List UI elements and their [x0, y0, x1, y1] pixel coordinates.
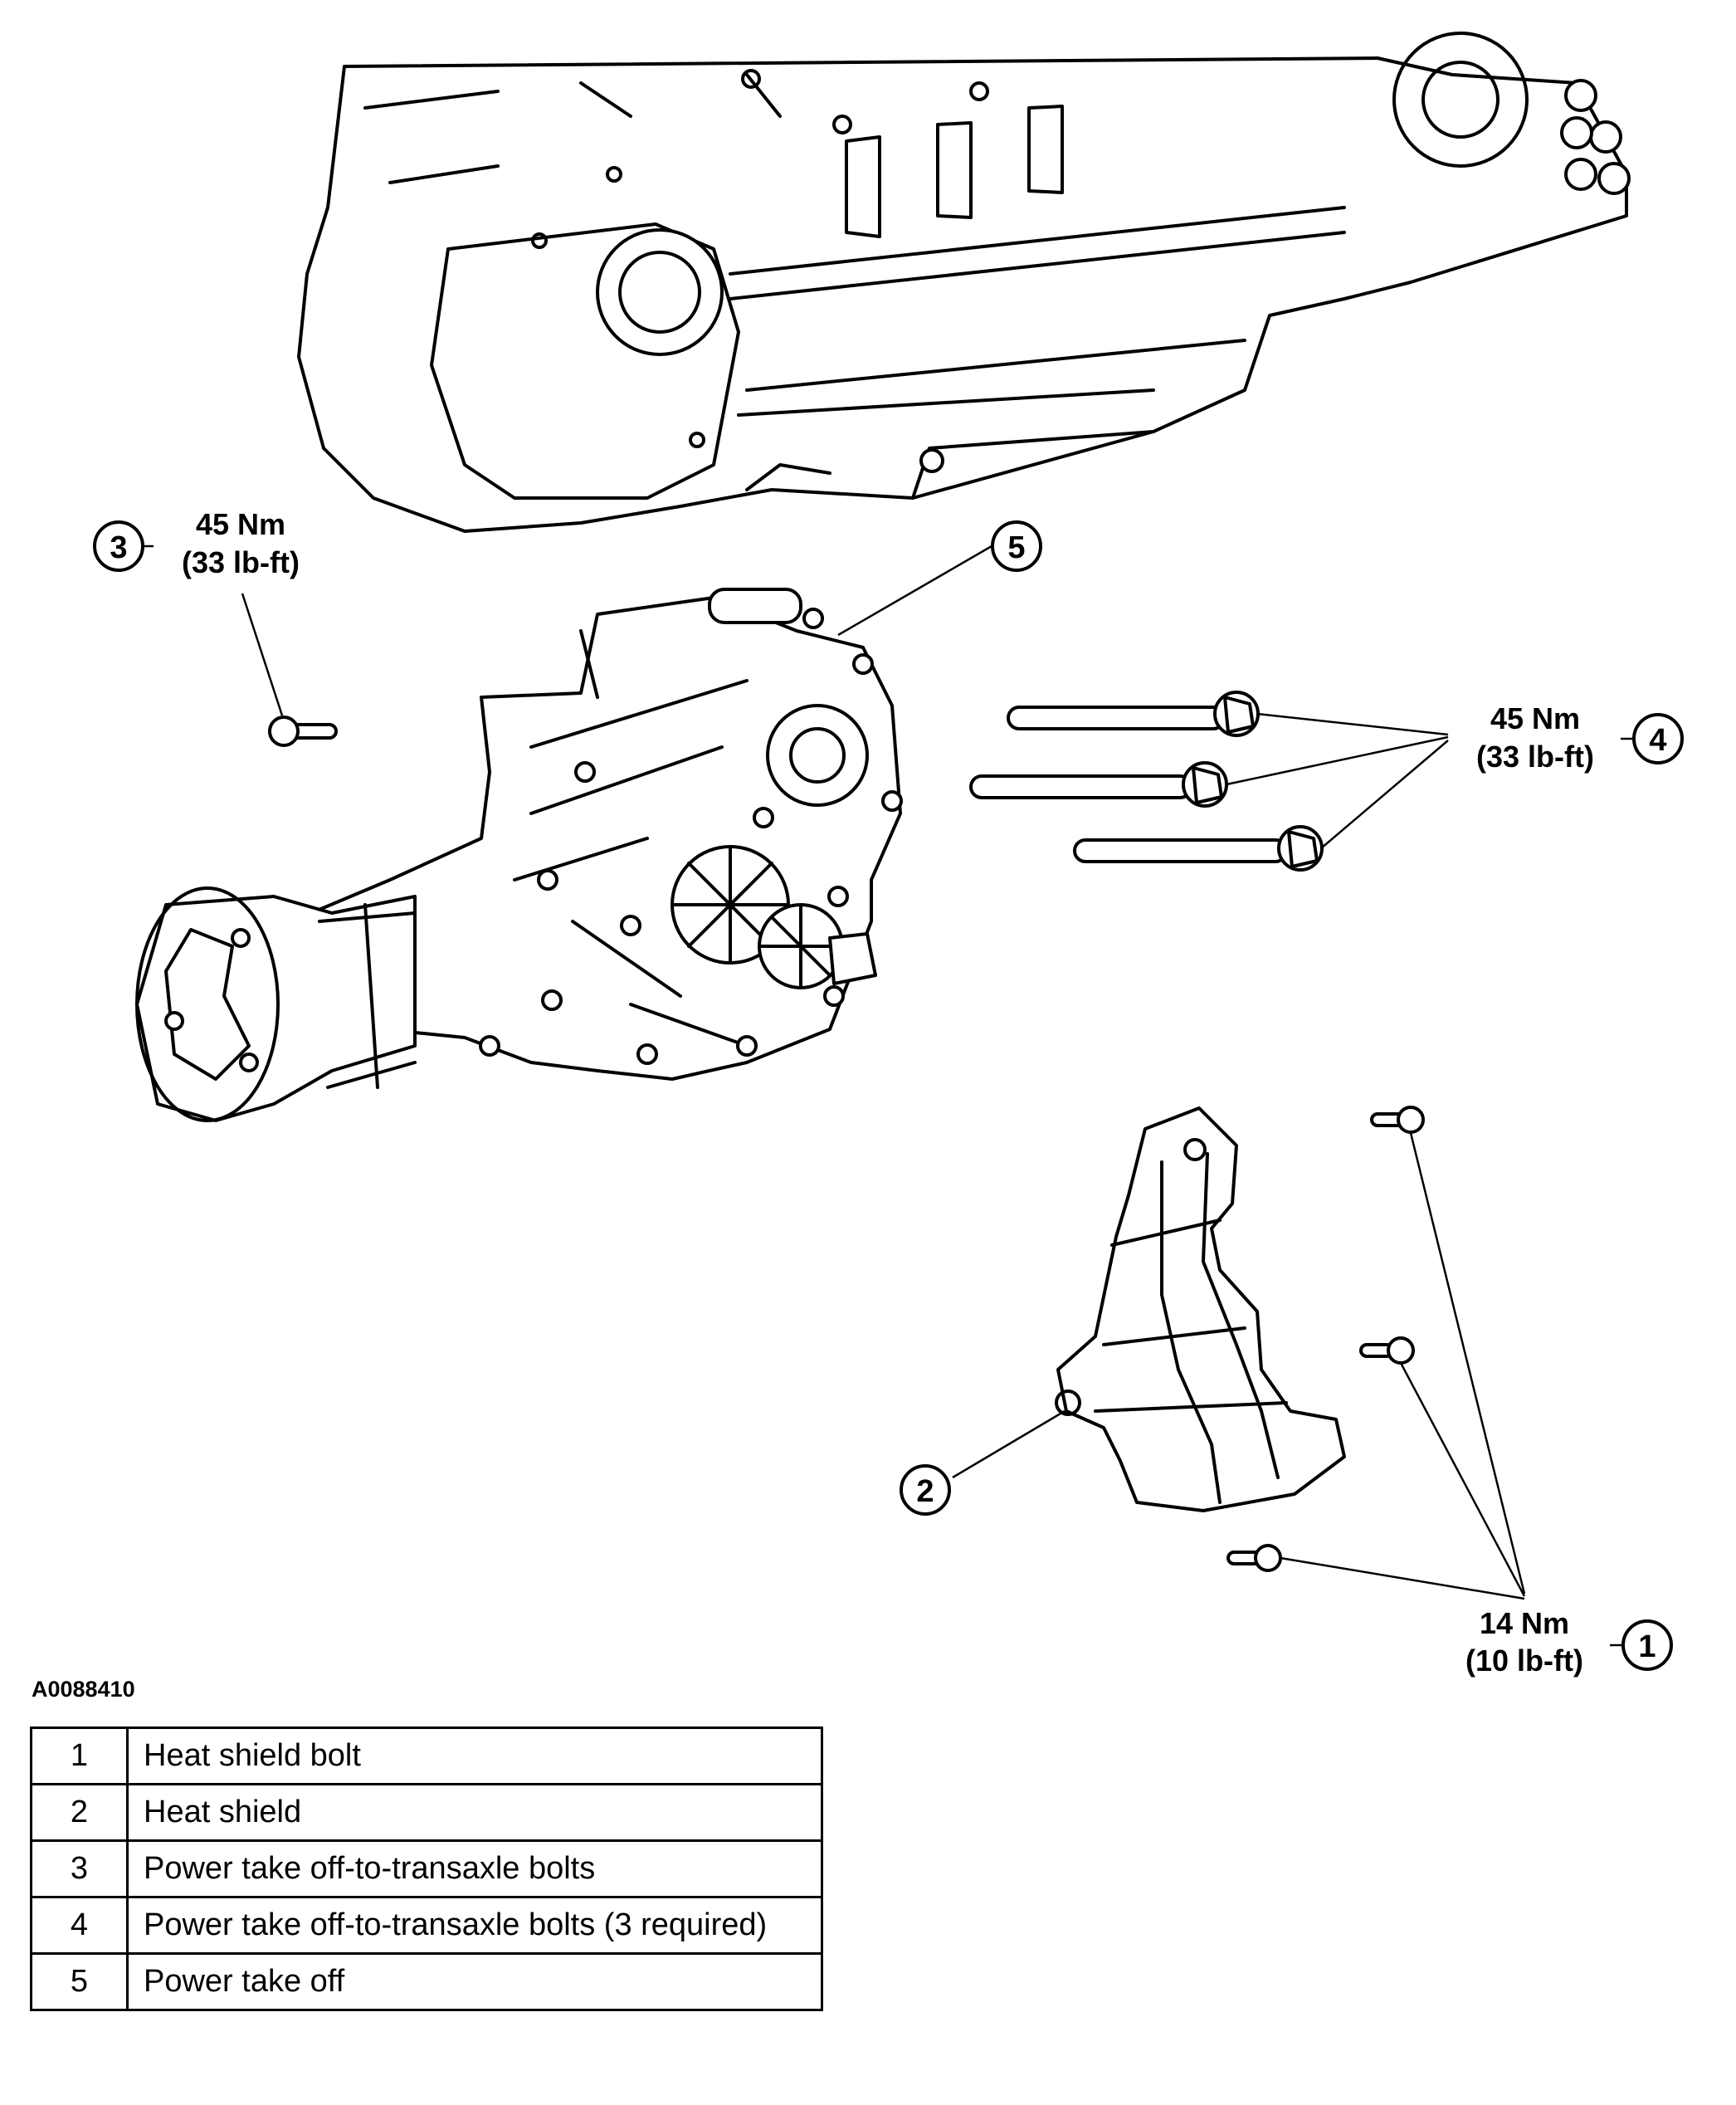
legend-description: Heat shield bolt — [126, 1726, 823, 1785]
power-take-off — [135, 588, 903, 1122]
table-row: 2 Heat shield — [30, 1783, 823, 1842]
figure-id: A0088410 — [32, 1677, 135, 1702]
heat-shield — [1055, 1106, 1346, 1512]
callout-2: 2 — [900, 1464, 951, 1516]
table-row: 3 Power take off-to-transaxle bolts — [30, 1839, 823, 1898]
bolt-3 — [268, 716, 338, 747]
callout-3-number: 3 — [110, 530, 127, 565]
bolts-4 — [969, 691, 1324, 872]
callout-3-torque-lbft: (33 lb-ft) — [182, 545, 300, 579]
callout-1-torque-nm: 14 Nm — [1480, 1606, 1569, 1640]
table-row: 4 Power take off-to-transaxle bolts (3 r… — [30, 1896, 823, 1955]
bolts-1 — [1226, 1106, 1425, 1572]
callout-1-number: 1 — [1638, 1629, 1656, 1664]
legend-number: 1 — [30, 1726, 129, 1785]
legend-description: Power take off-to-transaxle bolts — [126, 1839, 823, 1898]
pulley-studs — [1560, 79, 1631, 195]
legend-number: 4 — [30, 1896, 129, 1955]
transaxle-housing — [297, 32, 1631, 533]
table-row: 1 Heat shield bolt — [30, 1726, 823, 1785]
callout-4-torque-lbft: (33 lb-ft) — [1476, 740, 1594, 774]
callout-2-number: 2 — [916, 1474, 934, 1509]
legend-number: 3 — [30, 1839, 129, 1898]
callout-3-torque-nm: 45 Nm — [196, 507, 285, 541]
parts-legend-table: 1 Heat shield bolt 2 Heat shield 3 Power… — [30, 1726, 823, 2011]
legend-number: 5 — [30, 1952, 129, 2011]
callout-1-torque-lbft: (10 lb-ft) — [1465, 1643, 1583, 1678]
table-row: 5 Power take off — [30, 1952, 823, 2011]
callout-4: 4 45 Nm (33 lb-ft) — [1476, 701, 1684, 774]
legend-description: Power take off — [126, 1952, 823, 2011]
legend-description: Power take off-to-transaxle bolts (3 req… — [126, 1896, 823, 1955]
legend-number: 2 — [30, 1783, 129, 1842]
leader-lines — [143, 545, 1633, 1647]
legend-description: Heat shield — [126, 1783, 823, 1842]
callout-5-number: 5 — [1007, 530, 1025, 565]
callout-5: 5 — [991, 520, 1042, 572]
callout-4-torque-nm: 45 Nm — [1490, 701, 1580, 735]
callout-1: 1 14 Nm (10 lb-ft) — [1465, 1606, 1673, 1678]
callout-3: 3 45 Nm (33 lb-ft) — [93, 507, 300, 579]
callout-4-number: 4 — [1649, 723, 1666, 758]
housing-bolt-heads — [164, 608, 903, 1072]
